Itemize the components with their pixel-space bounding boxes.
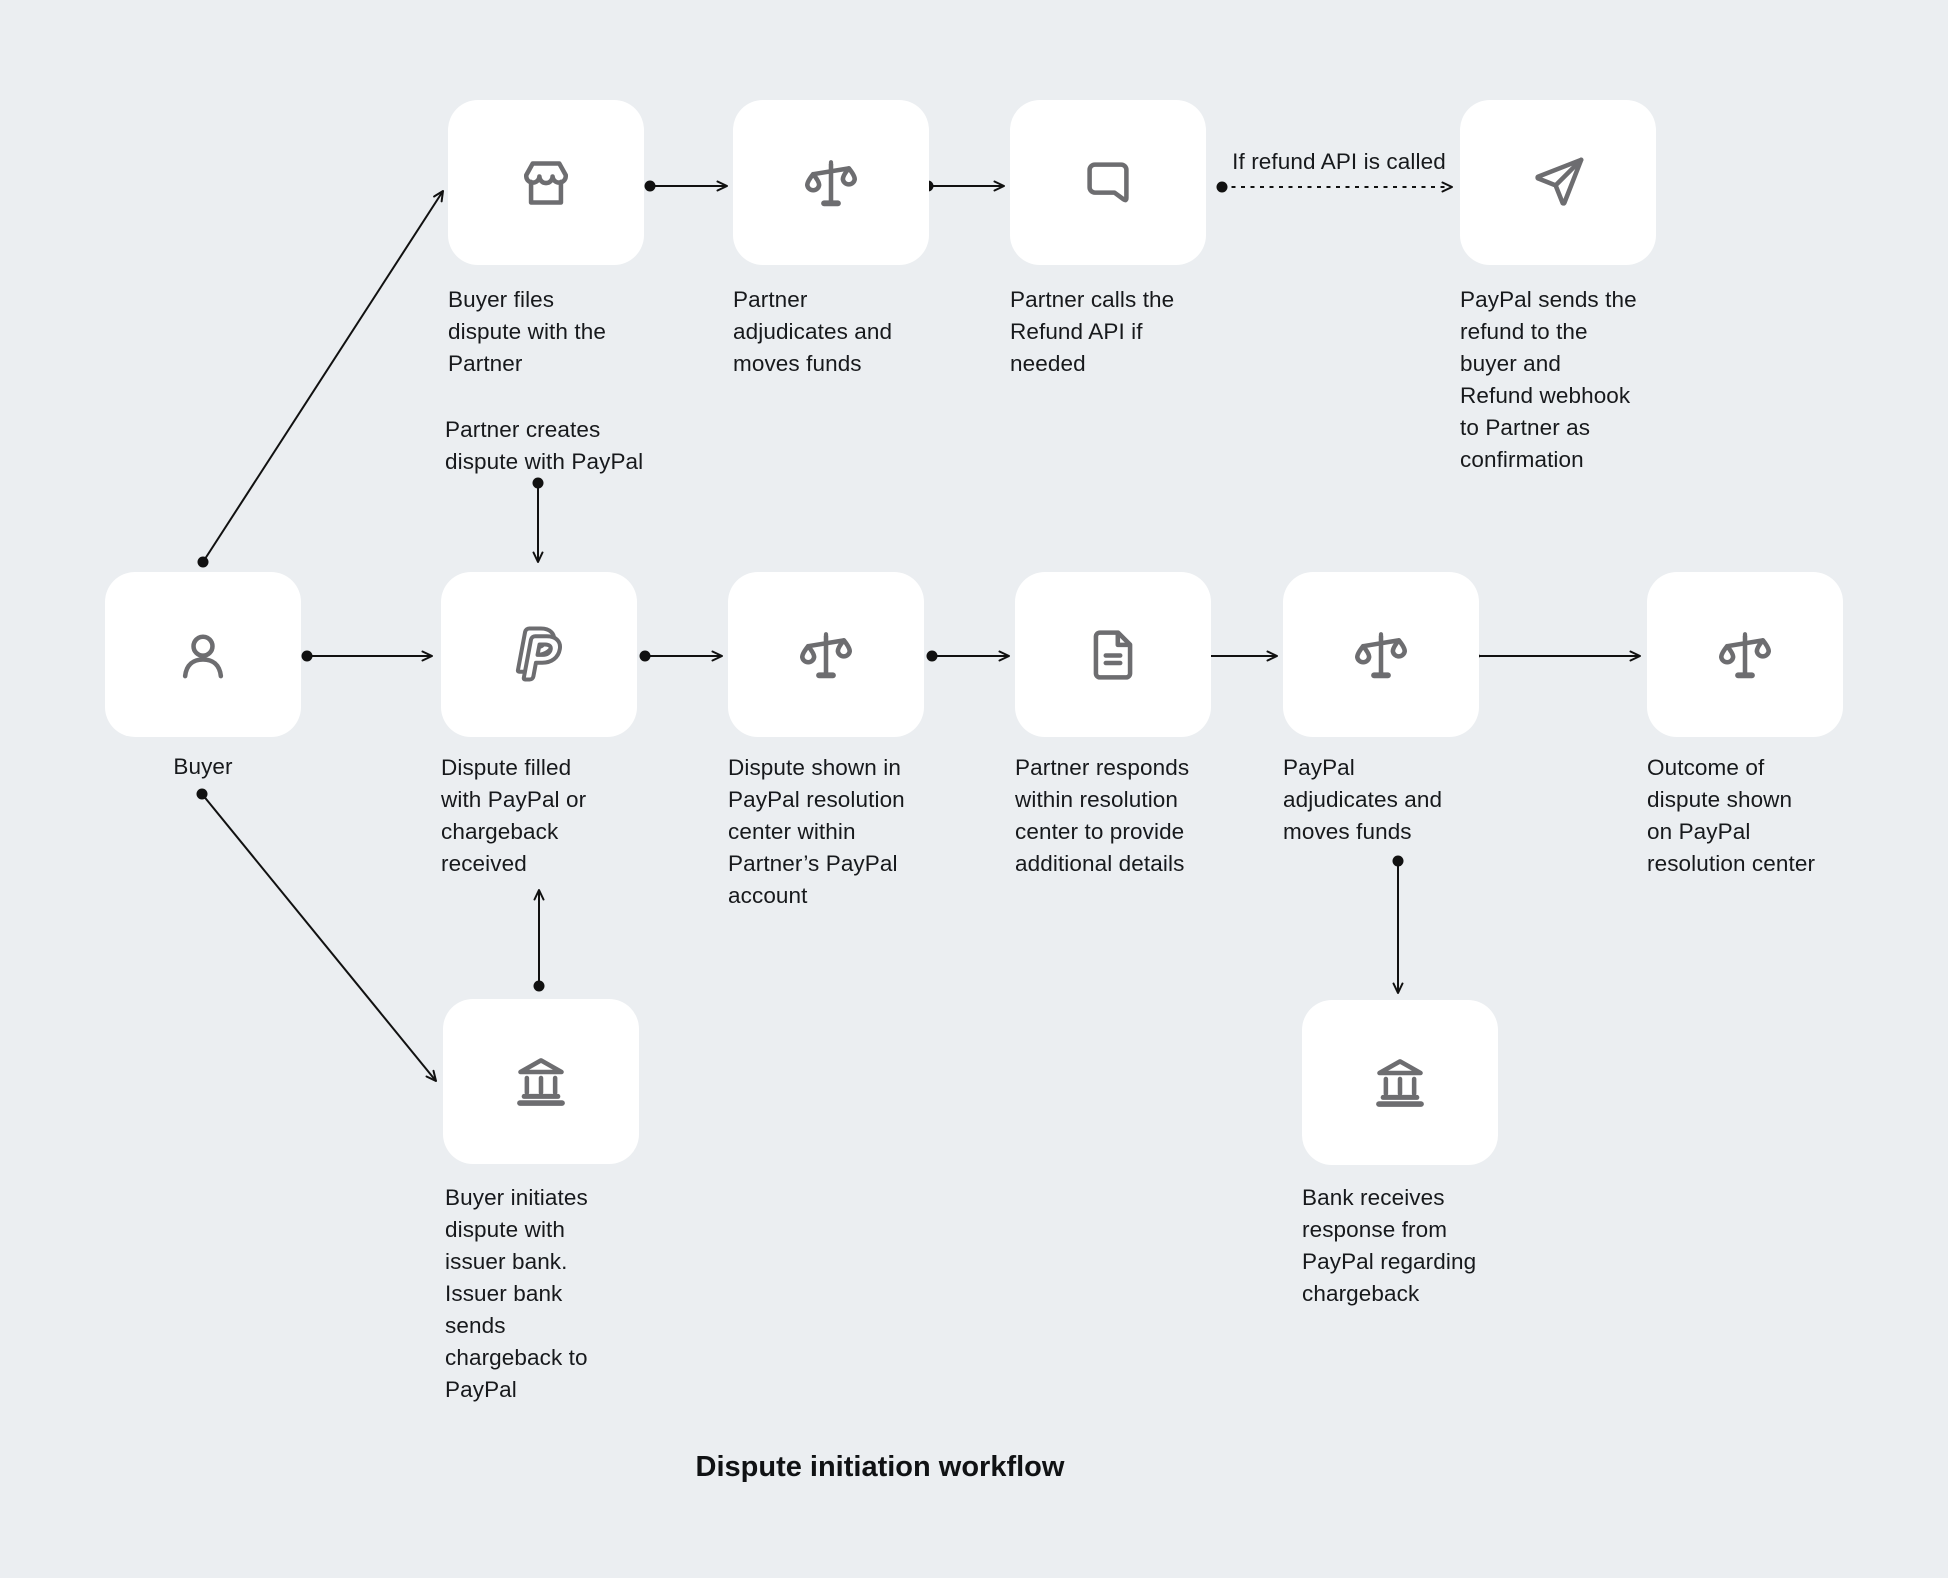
node-bank-receives-response [1302,1000,1498,1165]
scales-icon [800,631,852,678]
paypal-icon [515,625,562,682]
node-paypal-sends-refund [1460,100,1656,265]
node-paypal-adjudicates [1283,572,1479,737]
arrow-dispute-filled-to-dispute-shown [639,650,723,662]
buyer-initiates-bank-label: Buyer initiates dispute with issuer bank… [445,1185,588,1402]
paypal-sends-refund-label: PayPal sends the refund to the buyer and… [1460,287,1637,472]
partner-responds-label: Partner responds within resolution cente… [1015,755,1190,876]
bank-icon [1376,1058,1424,1107]
message-icon [1087,161,1129,202]
arrow-buyer-files-to-partner-adjudicates [644,180,728,192]
arrow-paypal-adjudicates-to-outcome [1468,650,1641,662]
node-dispute-shown-resolution-center [728,572,924,737]
arrow-buyer-to-issuer-bank [196,788,437,1082]
outcome-label: Outcome of dispute shown on PayPal resol… [1647,755,1816,876]
arrow-partner-adjudicates-to-partner-calls [922,180,1005,192]
arrow-paypal-adjudicates-to-bank [1392,855,1404,994]
document-icon [1093,629,1133,680]
dispute-filled-label: Dispute filled with PayPal or chargeback… [441,755,587,876]
storefront-icon [524,160,568,205]
buyer-files-label: Buyer files dispute with the Partner [448,287,606,376]
send-icon [1535,157,1584,206]
node-partner-adjudicates [733,100,929,265]
partner-calls-refund-label: Partner calls the Refund API if needed [1010,287,1175,376]
person-icon [182,633,224,678]
partner-creates-annotation: Partner creates dispute with PayPal [445,417,644,474]
diagram-title: Dispute initiation workflow [695,1451,1065,1483]
arrow-buyer-to-dispute-filled [301,650,433,662]
bank-receives-label: Bank receives response from PayPal regar… [1302,1185,1477,1306]
arrow-refund-api-dashed [1216,181,1453,193]
node-partner-calls-refund-api [1010,100,1206,265]
refund-api-condition-label: If refund API is called [1232,149,1446,174]
partner-adjudicates-label: Partner adjudicates and moves funds [733,287,893,376]
node-dispute-filled-paypal [441,572,637,737]
scales-icon [1719,631,1771,678]
arrow-dispute-shown-to-partner-responds [926,650,1010,662]
scales-icon [805,159,857,206]
scales-icon [1355,631,1407,678]
buyer-label: Buyer [173,754,233,779]
arrow-buyer-to-buyer-files [197,190,444,568]
arrow-issuer-bank-to-dispute-filled [533,889,545,992]
paypal-adjudicates-label: PayPal adjudicates and moves funds [1283,755,1443,844]
node-buyer-initiates-issuer-bank [443,999,639,1164]
node-partner-responds [1015,572,1211,737]
node-outcome-resolution-center [1647,572,1843,737]
node-buyer [105,572,301,737]
dispute-shown-label: Dispute shown in PayPal resolution cente… [728,755,905,908]
arrow-partner-creates-to-dispute-filled [532,477,544,563]
node-buyer-files-dispute [448,100,644,265]
bank-icon [517,1057,565,1106]
